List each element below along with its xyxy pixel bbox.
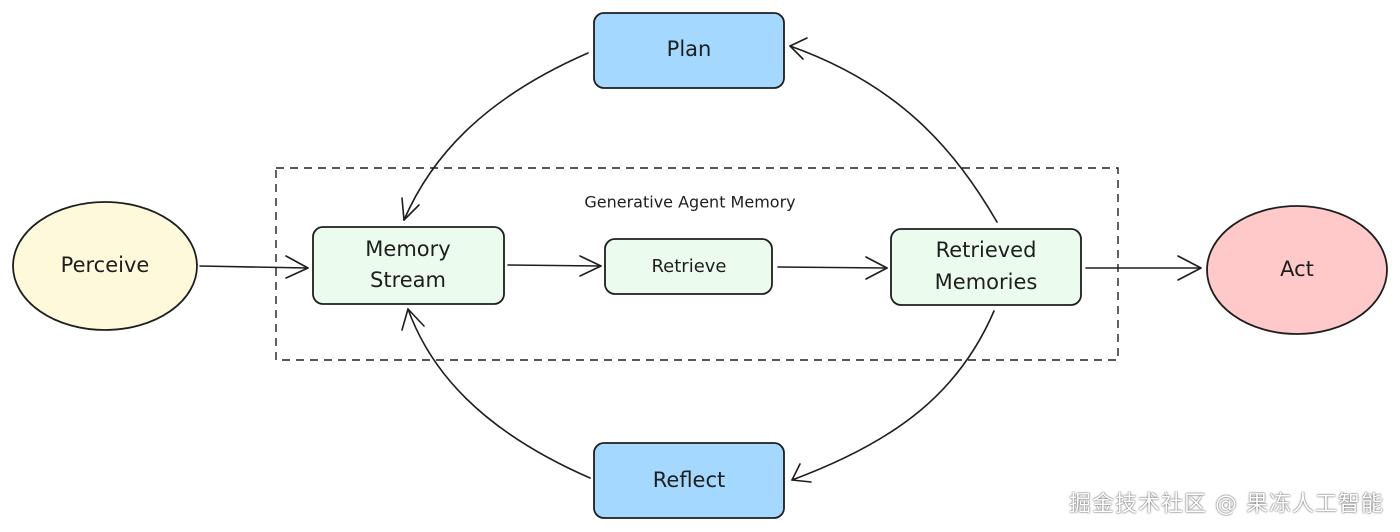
perceive-node	[12, 201, 198, 331]
edge-retrieved-memories-to-plan	[789, 45, 998, 223]
arrowhead-retrieved-memories-to-act	[1177, 255, 1202, 281]
edge-retrieve-to-retrieved-memories	[777, 266, 888, 269]
retrieve-label: Retrieve	[651, 256, 726, 277]
plan-label: Plan	[667, 37, 712, 61]
reflect-label: Reflect	[653, 468, 726, 492]
edge-perceive-to-memory-stream	[199, 265, 309, 269]
memory-stream-label-line1: Memory	[365, 237, 450, 261]
act-label: Act	[1280, 257, 1314, 281]
retrieved-memories-label-line2: Memories	[935, 270, 1038, 294]
edge-plan-to-memory-stream	[403, 52, 589, 221]
edge-memory-stream-to-retrieve	[507, 264, 602, 267]
retrieve-node	[604, 238, 773, 295]
retrieved-memories-label-line1: Retrieved	[936, 238, 1037, 262]
act-node	[1206, 205, 1388, 335]
arrowhead-retrieved-memories-to-reflect	[791, 463, 812, 483]
arrowhead-retrieve-to-retrieved-memories	[865, 256, 888, 280]
perceive-label: Perceive	[61, 253, 150, 277]
edge-retrieved-memories-to-reflect	[791, 310, 995, 481]
plan-node	[593, 12, 785, 89]
arrowhead-reflect-to-memory-stream	[401, 308, 425, 331]
memory-group-boundary	[275, 167, 1119, 361]
memory-group-label: Generative Agent Memory	[584, 193, 795, 212]
arrowhead-perceive-to-memory-stream	[285, 255, 309, 279]
memory-stream-label-line2: Stream	[370, 268, 446, 292]
reflect-node	[593, 442, 785, 519]
arrowhead-plan-to-memory-stream	[401, 197, 420, 221]
watermark: 掘金技术社区 @ 果冻人工智能	[1069, 492, 1384, 517]
retrieved-memories-node	[890, 228, 1082, 306]
memory-stream-node	[312, 226, 505, 305]
edge-reflect-to-memory-stream	[407, 308, 591, 479]
arrowhead-retrieved-memories-to-plan	[789, 37, 808, 60]
arrowhead-memory-stream-to-retrieve	[579, 255, 602, 277]
